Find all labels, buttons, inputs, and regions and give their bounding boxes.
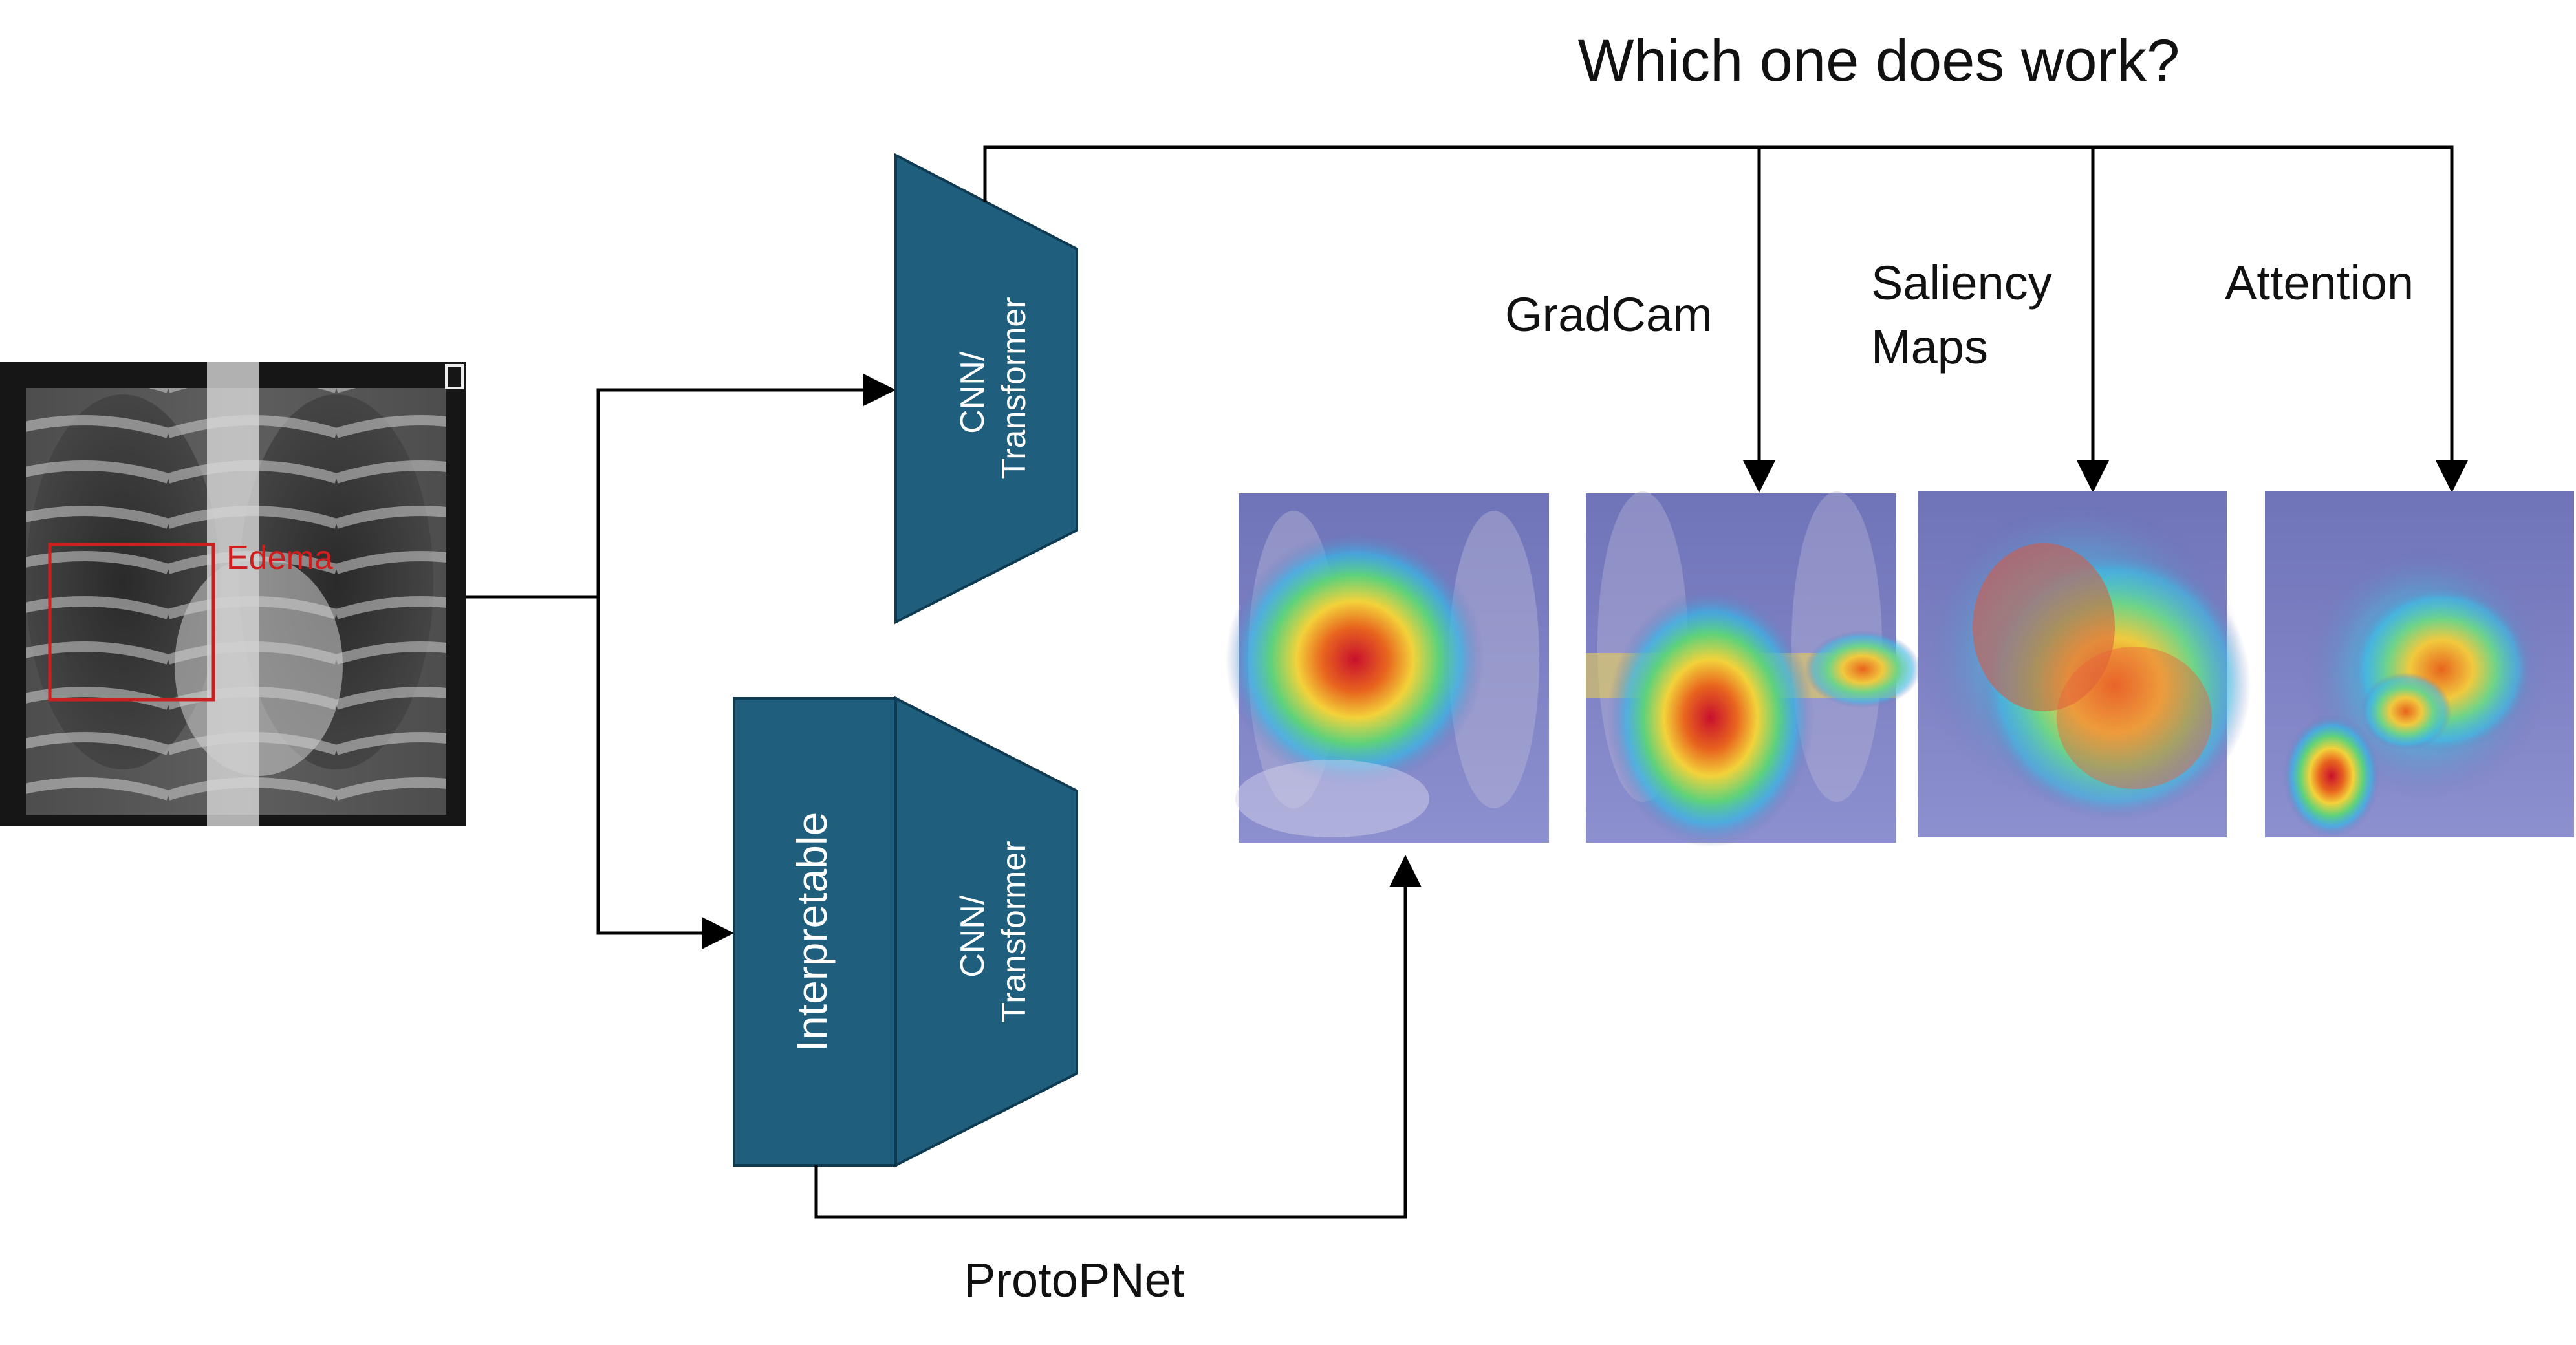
backbone-label-line2: Transformer [995,841,1033,1022]
blackbox-model-block [894,153,1078,625]
saliency-heatmap-image [1918,491,2251,837]
attention-label: Attention [2225,256,2414,310]
backbone-label-line1: CNN/ [954,895,991,978]
edema-label: Edema [226,539,333,577]
interpretable-backbone-block [894,696,1078,1168]
posthoc-connector [983,145,2468,493]
gradcam-label: GradCam [1505,288,1713,341]
protopnet-label: ProtoPNet [964,1253,1185,1307]
interpretable-module-block [733,697,897,1167]
protopnet-heatmap-image [1226,493,1549,843]
blackbox-label-line2: Transformer [995,297,1033,479]
interpretable-backbone-label: CNN/ Transformer [954,841,1033,1022]
attention-heatmap-image [2265,491,2574,837]
edema-region-box [48,543,215,702]
interpretable-label: Interpretable [788,812,836,1052]
saliency-label-line2: Maps [1871,320,1988,374]
blackbox-model-label: CNN/ Transformer [954,297,1033,479]
saliency-label-line1: Saliency [1871,256,2052,310]
blackbox-label-line1: CNN/ [954,351,991,434]
input-xray-image [0,362,466,826]
gradcam-heatmap-image [1586,491,1921,847]
diagram-title: Which one does work? [1578,28,2180,94]
protopnet-connector [814,855,1422,1219]
input-branch-connector [466,374,896,949]
